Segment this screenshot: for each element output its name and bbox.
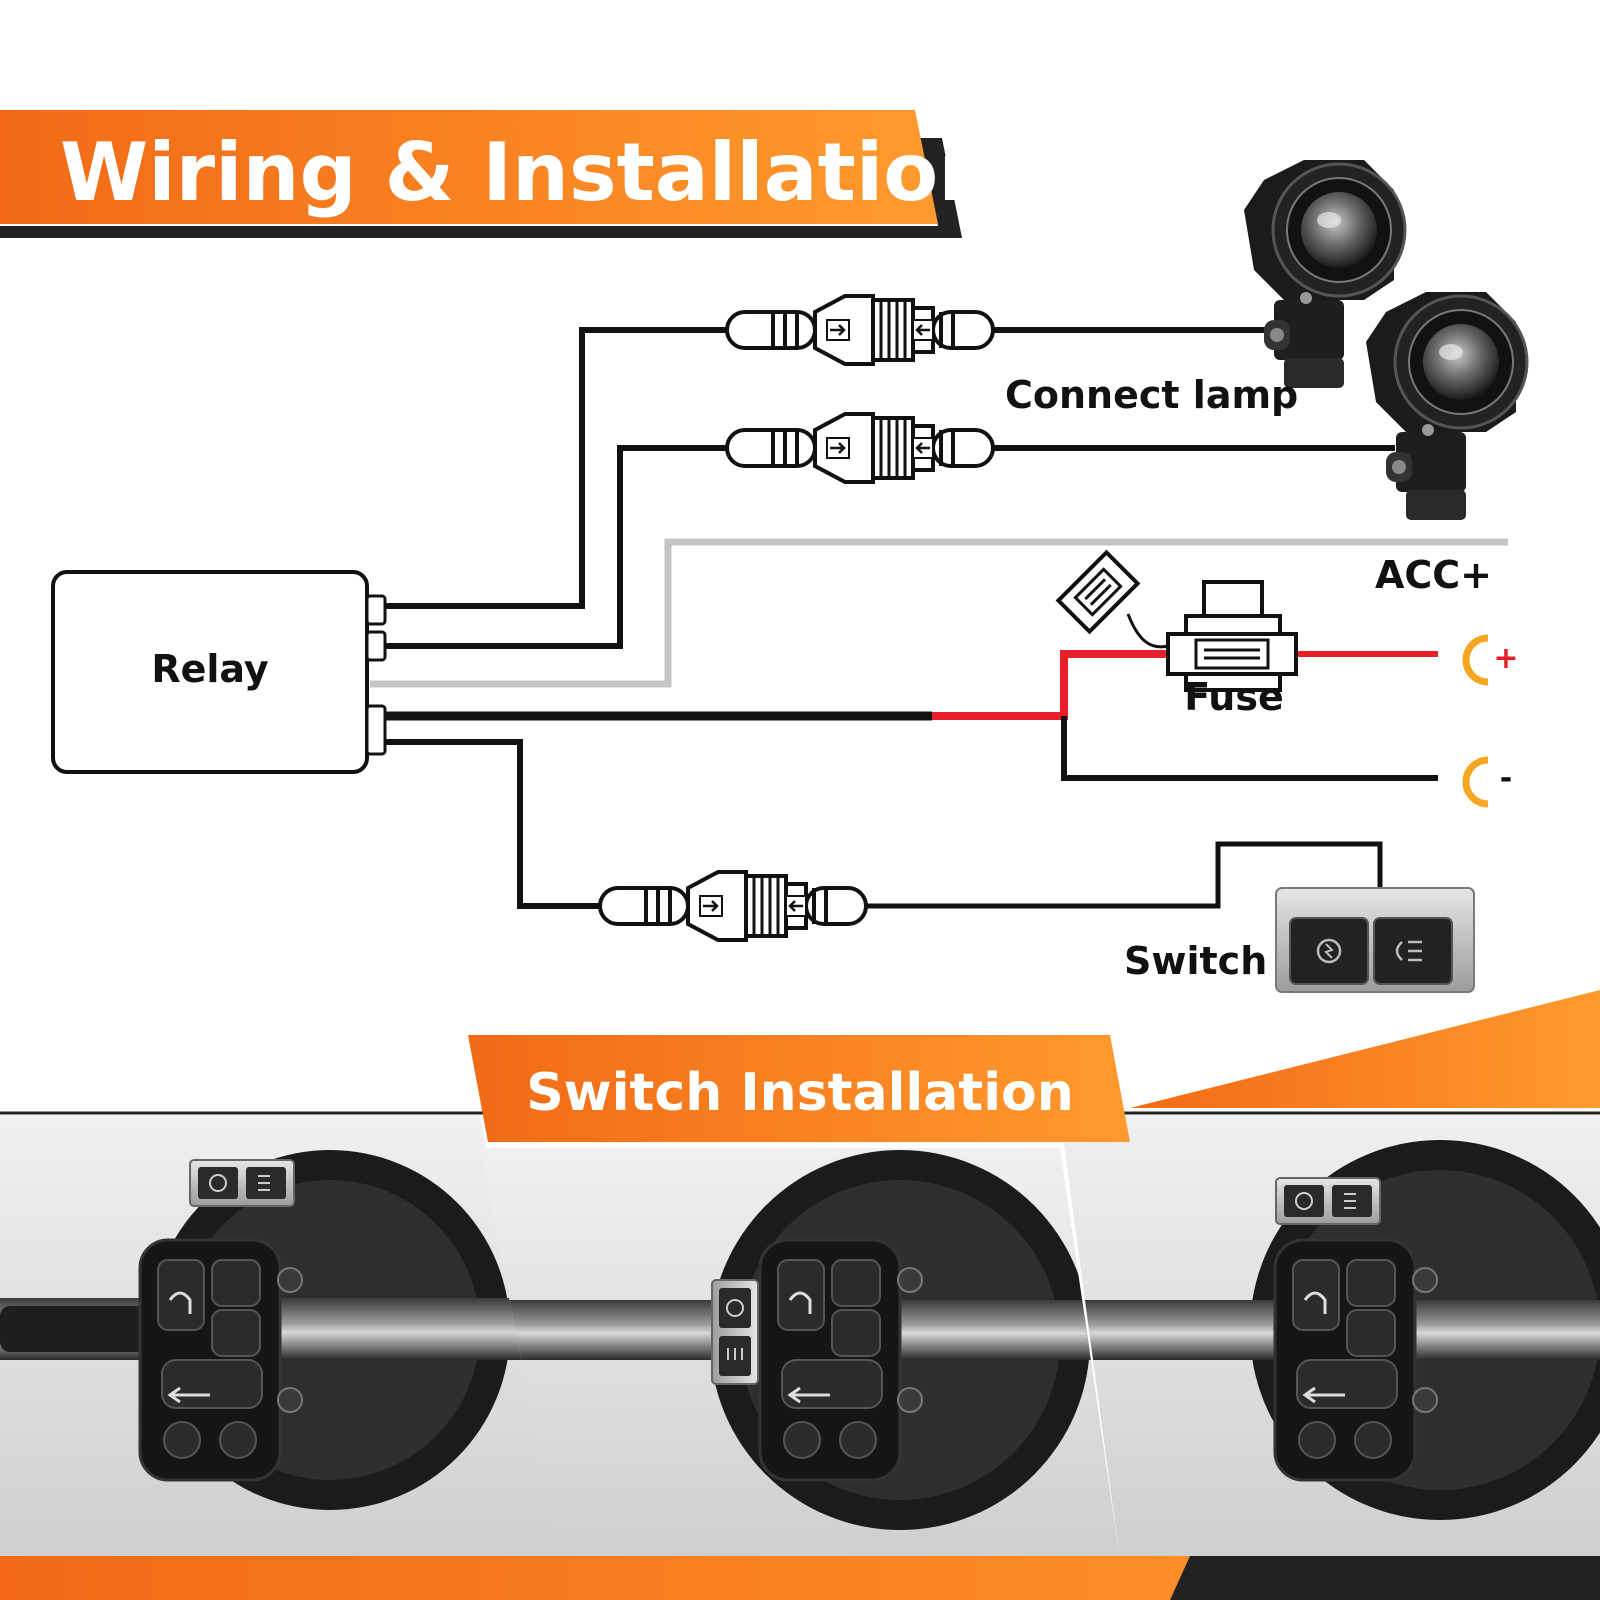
- page-title: Wiring & Installation: [60, 126, 995, 219]
- header-banner: Wiring & Installation: [0, 110, 995, 238]
- wire-switch-out: [864, 841, 1383, 909]
- section-banner-fill: [468, 1035, 1130, 1142]
- fuse-label: Fuse: [1184, 675, 1284, 719]
- wire-power-red: [932, 650, 1168, 720]
- connector-icon-lamp-2: [725, 412, 995, 484]
- wires: [370, 327, 1508, 909]
- ring-terminal-icon-positive: [1462, 634, 1489, 686]
- ring-terminal-icon-negative: [1462, 756, 1489, 808]
- fuse-icon: [1055, 549, 1298, 692]
- connector-icon-switch: [598, 870, 868, 942]
- handlebar-photo-1: [0, 1115, 560, 1560]
- positive-sign: +: [1493, 641, 1518, 676]
- footer-strip: [0, 1556, 1600, 1600]
- section-banner: Switch Installation: [468, 1035, 1130, 1142]
- wire-ground: [1061, 716, 1438, 781]
- fog-lamp-icon-2: [1364, 290, 1529, 522]
- wire-lamp-2: [385, 445, 727, 649]
- relay-label: Relay: [151, 647, 269, 691]
- section-title: Switch Installation: [526, 1063, 1074, 1123]
- header-banner-fill: [0, 110, 938, 224]
- wire-lamp-1: [385, 327, 727, 609]
- switch-label: Switch: [1124, 939, 1267, 983]
- header-banner-shadow: [0, 138, 962, 238]
- handlebar-photo-2: [480, 1148, 1120, 1560]
- negative-sign: -: [1500, 761, 1512, 796]
- handlebar-photo-3: [1060, 1115, 1600, 1560]
- connector-icon-lamp-1: [725, 294, 995, 366]
- relay-box-icon: [51, 570, 369, 774]
- connect-lamp-label: Connect lamp: [1005, 373, 1298, 417]
- switch-panel-icon: [1275, 887, 1475, 993]
- diagonal-accent: [1130, 990, 1600, 1108]
- acc-label: ACC+: [1375, 553, 1492, 597]
- wire-switch: [385, 739, 600, 909]
- wire-acc: [370, 538, 1508, 688]
- relay-box: Relay: [51, 570, 387, 774]
